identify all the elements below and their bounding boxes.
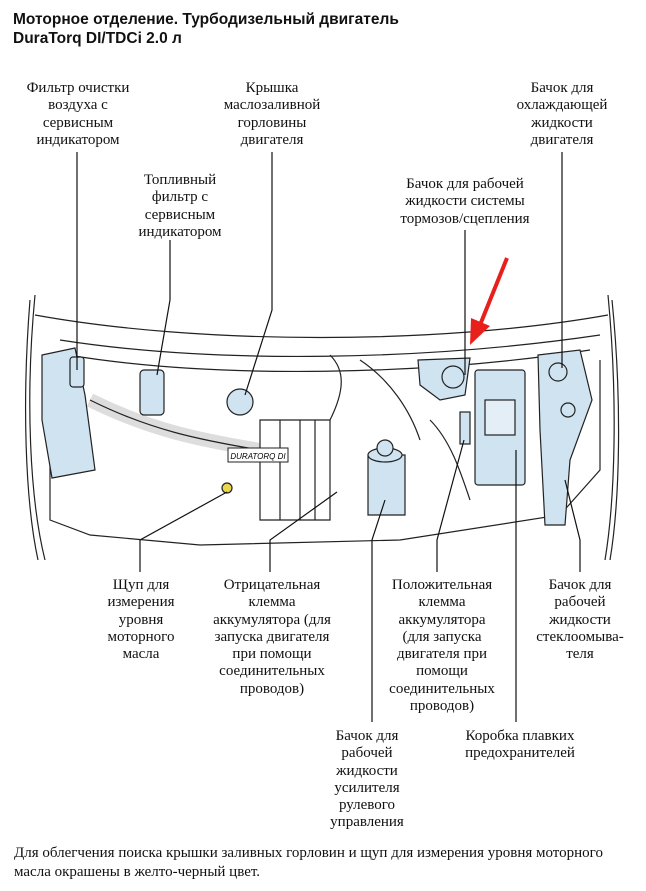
engine-badge: DURATORQ DI — [230, 452, 286, 461]
page-title: Моторное отделение. Турбодизельный двига… — [13, 11, 399, 28]
engine-bay-outline — [24, 294, 620, 561]
left-fender-line — [29, 294, 46, 561]
leader-fuel-filter — [156, 240, 171, 376]
label-negative-terminal: Отрицательная клемма аккумулятора (для з… — [213, 577, 331, 697]
engine-badge-frame — [227, 447, 289, 463]
label-air-filter: Фильтр очистки воздуха с сервисным индик… — [26, 80, 130, 148]
bonnet-edge — [34, 314, 609, 339]
leader-lines — [76, 152, 581, 722]
power-steering-reservoir — [367, 454, 406, 516]
leader-power-steering — [371, 499, 386, 722]
label-brake-fluid-reservoir: Бачок для рабочей жидкости системы тормо… — [400, 176, 530, 227]
red-arrow — [470, 257, 509, 345]
leader-oil-filler — [244, 152, 273, 396]
leader-washer — [564, 479, 581, 572]
footer-note: Для облегчения поиска крышки заливных го… — [14, 845, 603, 880]
label-positive-terminal: Положительная клемма аккумулятора (для з… — [389, 577, 495, 715]
leader-negative-terminal — [269, 491, 338, 572]
coolant-washer-reservoirs — [537, 349, 593, 526]
label-coolant-reservoir: Бачок для охлаждающей жидкости двигателя — [516, 80, 608, 148]
page-subtitle: DuraTorq DI/TDCi 2.0 л — [13, 29, 182, 48]
brake-fluid-cap — [441, 365, 465, 389]
label-washer-reservoir: Бачок для рабочей жидкости стеклоомыва- … — [536, 577, 624, 663]
air-filter-housing — [41, 347, 96, 479]
dipstick-handle — [221, 482, 233, 494]
right-fender-line — [604, 294, 615, 561]
oil-filler-cap — [226, 388, 254, 416]
label-oil-filler-cap: Крышка маслозаливной горловины двигателя — [223, 80, 321, 148]
components — [41, 347, 593, 526]
label-power-steering-reservoir: Бачок для рабочей жидкости усилителя рул… — [330, 728, 404, 831]
leader-positive-terminal — [436, 439, 465, 572]
washer-cap — [560, 402, 576, 418]
coolant-cap — [548, 362, 568, 382]
positive-terminal — [459, 411, 471, 445]
label-fuse-box: Коробка плавких предохранителей — [465, 728, 575, 762]
power-steering-cap — [376, 439, 394, 457]
page-subtitle-text: DuraTorq DI/TDCi 2.0 л — [13, 30, 182, 47]
intake-manifold — [259, 419, 331, 521]
leader-dipstick — [139, 491, 228, 572]
fuel-filter — [139, 369, 165, 416]
label-fuel-filter: Топливный фильтр с сервисным индикатором — [138, 172, 222, 240]
label-dipstick: Щуп для измерения уровня моторного масла — [107, 577, 175, 663]
